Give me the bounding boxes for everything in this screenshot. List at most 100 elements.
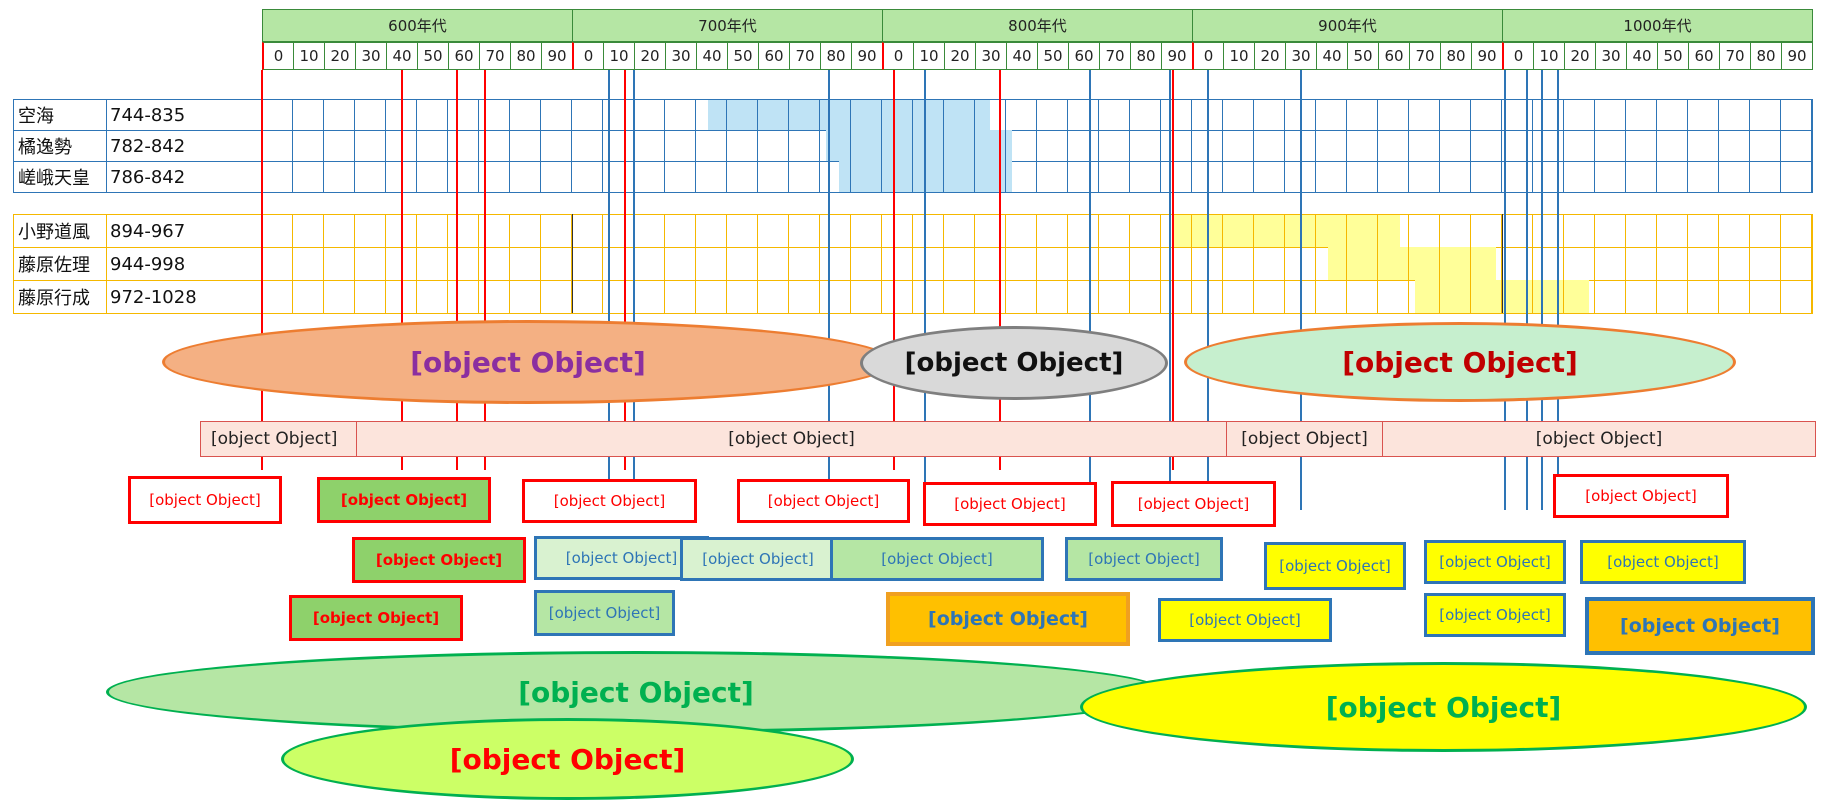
grid-cell: [572, 214, 603, 248]
grid-cell: [293, 161, 324, 193]
grid-cell: [1378, 99, 1409, 131]
grid-cell: [1409, 99, 1440, 131]
grid-cell: [510, 161, 541, 193]
grid-cell: [1781, 130, 1812, 162]
century-header: 800年代: [882, 9, 1193, 42]
grid-cell: [1471, 280, 1502, 314]
grid-cell: [913, 161, 944, 193]
decade-header: 60: [1688, 42, 1720, 70]
grid-cell: [1688, 161, 1719, 193]
grid-cell: [1099, 280, 1130, 314]
person-name: 藤原佐理: [13, 247, 107, 281]
decade-header: 50: [727, 42, 759, 70]
grid-cell: [665, 99, 696, 131]
grid-cell: [1316, 99, 1347, 131]
grid-cell: [1347, 161, 1378, 193]
event-line-blue: [1525, 70, 1528, 510]
grid-cell: [1750, 161, 1781, 193]
grid-cell: [1409, 161, 1440, 193]
event-box: [object Object]: [1424, 593, 1566, 637]
lifespan-bar: [1328, 247, 1496, 280]
grid-cell: [1564, 214, 1595, 248]
person-lifespan: 782-842: [106, 130, 262, 162]
grid-cell: [324, 99, 355, 131]
grid-cell: [1440, 161, 1471, 193]
grid-cell: [510, 247, 541, 281]
grid-cell: [1626, 130, 1657, 162]
event-line-blue: [1504, 70, 1507, 510]
dynasty-segment: [object Object]: [356, 421, 1227, 457]
decade-header: 70: [789, 42, 821, 70]
grid-cell: [1254, 280, 1285, 314]
grid-cell: [913, 247, 944, 281]
grid-cell: [975, 161, 1006, 193]
grid-cell: [1564, 247, 1595, 281]
grid-cell: [541, 214, 572, 248]
grid-cell: [1595, 247, 1626, 281]
grid-cell: [1440, 99, 1471, 131]
event-line-red: [623, 70, 626, 470]
grid-cell: [572, 280, 603, 314]
grid-cell: [1533, 99, 1564, 131]
grid-cell: [324, 161, 355, 193]
grid-cell: [541, 247, 572, 281]
grid-cell: [1037, 214, 1068, 248]
event-line-red: [1172, 70, 1175, 470]
grid-cell: [355, 130, 386, 162]
grid-cell: [882, 130, 913, 162]
grid-cell: [541, 280, 572, 314]
grid-cell: [1626, 280, 1657, 314]
grid-cell: [1161, 161, 1192, 193]
grid-cell: [448, 280, 479, 314]
grid-cell: [572, 161, 603, 193]
decade-header: 50: [1037, 42, 1069, 70]
event-box: [object Object]: [886, 592, 1130, 646]
grid-cell: [1068, 130, 1099, 162]
grid-cell: [1223, 161, 1254, 193]
grid-cell: [1719, 214, 1750, 248]
decade-header: 10: [913, 42, 945, 70]
decade-header: 0: [572, 42, 604, 70]
grid-cell: [1099, 247, 1130, 281]
grid-cell: [727, 214, 758, 248]
grid-cell: [417, 99, 448, 131]
grid-cell: [1688, 130, 1719, 162]
grid-cell: [1688, 214, 1719, 248]
decade-header: 70: [479, 42, 511, 70]
grid-cell: [1099, 214, 1130, 248]
decade-header: 10: [1533, 42, 1565, 70]
grid-cell: [1037, 247, 1068, 281]
grid-cell: [851, 280, 882, 314]
grid-cell: [1595, 214, 1626, 248]
grid-cell: [1130, 130, 1161, 162]
decade-header: 80: [1440, 42, 1472, 70]
event-box: [object Object]: [737, 479, 910, 523]
person-lifespan: 786-842: [106, 161, 262, 193]
grid-cell: [1161, 214, 1192, 248]
grid-cell: [665, 214, 696, 248]
grid-cell: [1471, 247, 1502, 281]
grid-cell: [541, 99, 572, 131]
era-oval: [object Object]: [281, 718, 854, 800]
decade-header: 30: [665, 42, 697, 70]
decade-header: 50: [1347, 42, 1379, 70]
grid-cell: [820, 130, 851, 162]
grid-cell: [1006, 247, 1037, 281]
decade-header: 90: [1161, 42, 1193, 70]
grid-cell: [789, 161, 820, 193]
grid-cell: [1316, 280, 1347, 314]
grid-cell: [1719, 280, 1750, 314]
grid-cell: [510, 214, 541, 248]
grid-cell: [913, 214, 944, 248]
grid-cell: [1254, 161, 1285, 193]
event-line-red: [893, 70, 896, 470]
era-oval: [object Object]: [1080, 662, 1807, 752]
decade-header: 80: [820, 42, 852, 70]
grid-cell: [634, 130, 665, 162]
grid-cell: [262, 280, 293, 314]
grid-cell: [448, 247, 479, 281]
grid-cell: [1409, 130, 1440, 162]
grid-cell: [882, 247, 913, 281]
grid-cell: [1254, 130, 1285, 162]
grid-cell: [1037, 280, 1068, 314]
